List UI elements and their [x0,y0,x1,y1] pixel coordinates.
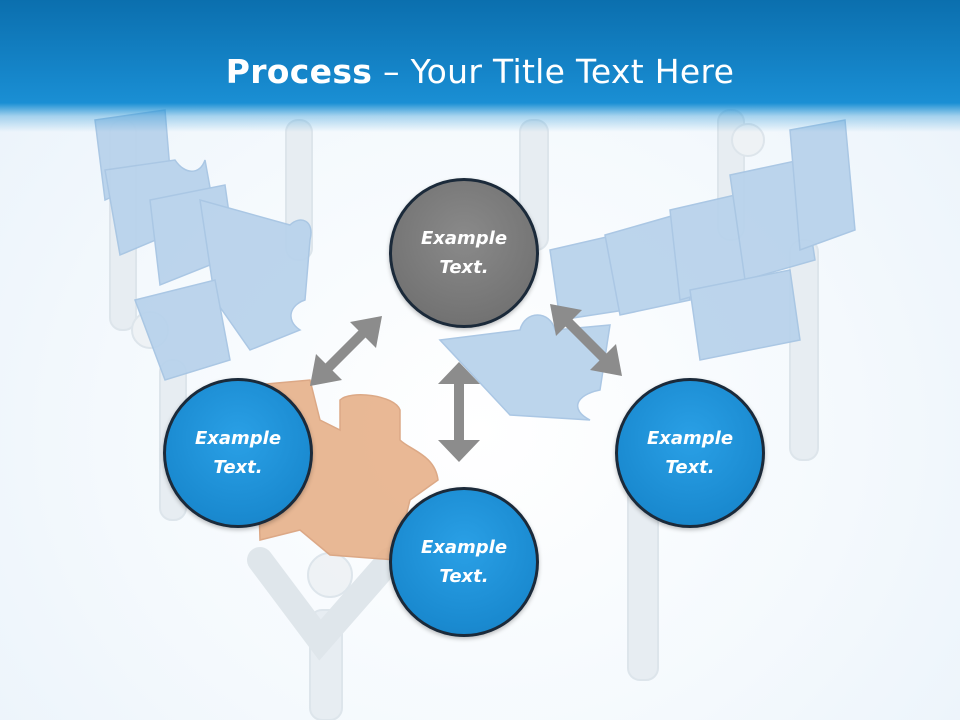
process-node-right[interactable]: Example Text. [615,378,765,528]
process-node-bottom-text: Example Text. [420,537,508,587]
puzzle-pieces-left [94,109,312,381]
arrow-top-left [310,316,382,386]
process-node-bottom[interactable]: Example Text. [389,487,539,637]
puzzle-pieces-right [438,119,856,421]
arrow-center-vertical [438,362,480,462]
connector-arrows [310,304,622,462]
process-node-top-text: Example Text. [420,228,508,278]
slide-title-rest: – Your Title Text Here [372,52,735,91]
slide-title-bold: Process [225,52,373,91]
process-node-top[interactable]: Example Text. [389,178,539,328]
process-node-left[interactable]: Example Text. [163,378,313,528]
process-node-left-text: Example Text. [194,428,282,478]
process-node-right-text: Example Text. [646,428,734,478]
slide-title[interactable]: Process – Your Title Text Here [0,52,960,91]
title-bar [0,0,960,132]
arrow-top-right [550,304,622,376]
